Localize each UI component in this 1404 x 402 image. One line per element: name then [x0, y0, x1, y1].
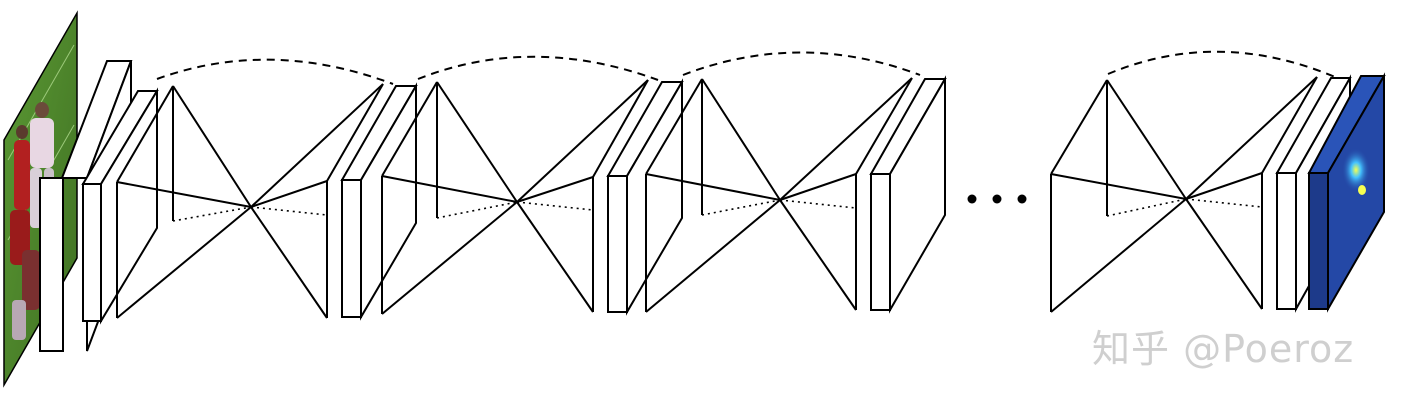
hourglass-module-1 [116, 83, 384, 319]
initial-conv-block-2 [81, 87, 159, 325]
skip-connections [156, 50, 1336, 85]
inter-stack-block-3 [869, 75, 947, 314]
hourglass-module-2 [381, 79, 649, 315]
hourglass-module-4 [1050, 76, 1318, 313]
inter-stack-block-2 [606, 78, 684, 316]
hourglass-module-3 [645, 77, 913, 313]
ellipsis-dots [967, 194, 1027, 204]
inter-stack-block-1 [340, 82, 418, 321]
watermark-text: 知乎 @Poeroz [1092, 327, 1355, 371]
output-heatmap-icon [1307, 72, 1386, 313]
